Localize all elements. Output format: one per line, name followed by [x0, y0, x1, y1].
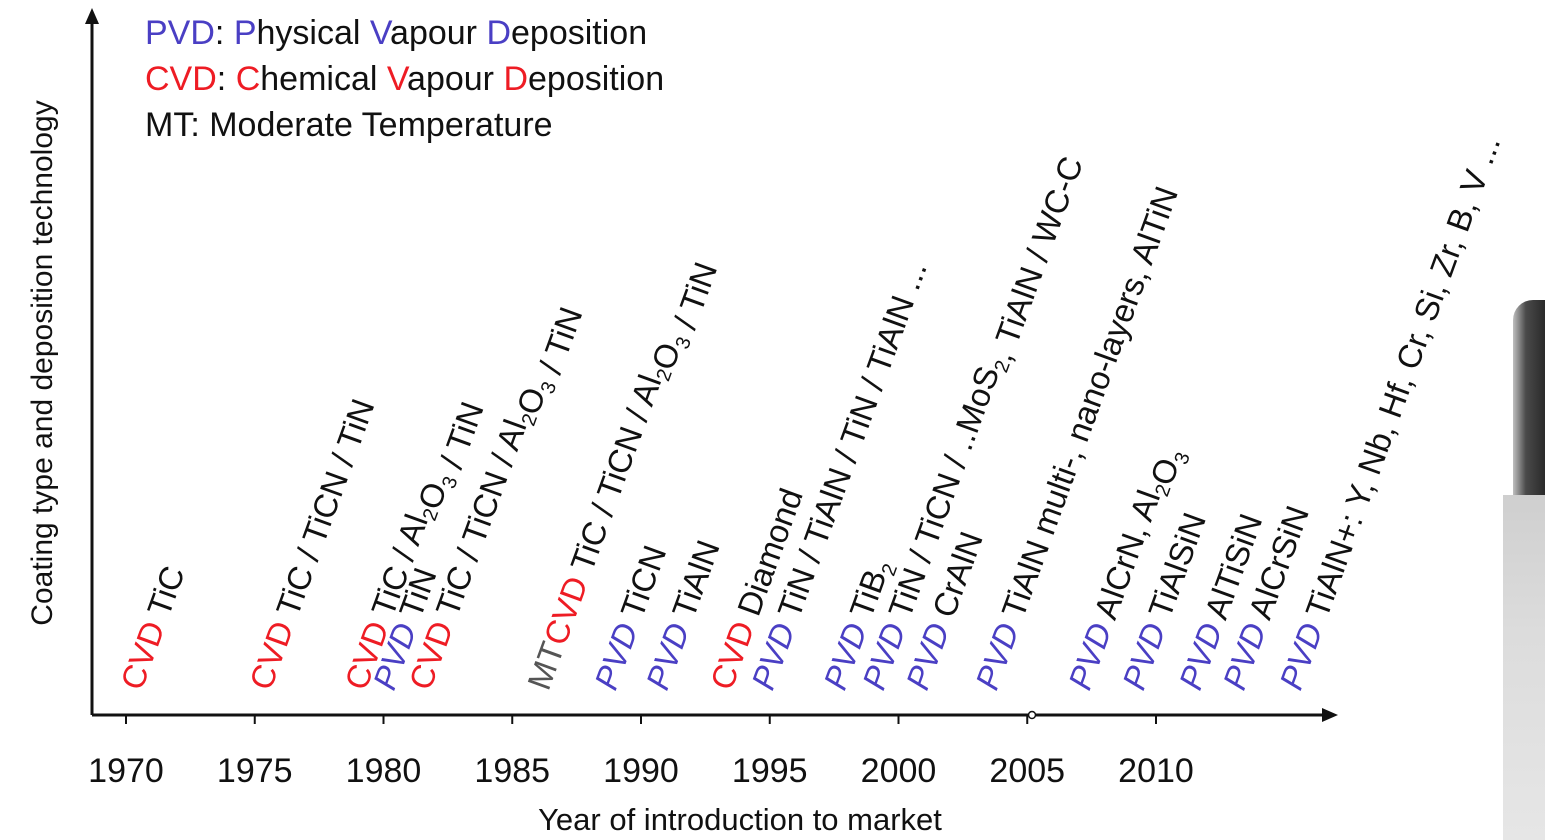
x-tick-label-1975: 1975	[217, 752, 293, 790]
x-tick-label-2010: 2010	[1118, 752, 1194, 790]
legend-entry-pvd: PVD: Physical Vapour Deposition	[145, 14, 647, 52]
x-tick-label-2000: 2000	[861, 752, 937, 790]
x-ticks: 1970 1975 1980 1985 1990 1995 2000 2005 2010	[88, 715, 1194, 790]
x-tick-label-2005: 2005	[989, 752, 1065, 790]
x-axis-arrow	[1322, 708, 1338, 722]
entry-label-18: PVD TiAlN+: Y, Nb, Hf, Cr, Si, Zr, B, V …	[1272, 131, 1507, 695]
entry-0: CVD TiC	[113, 561, 192, 694]
entry-11: PVD TiN / TiCN / ..MoS2, TiAlN / WC-C	[855, 149, 1090, 697]
coated-insert-photo	[1495, 130, 1545, 840]
x-tick-label-1985: 1985	[474, 752, 550, 790]
x-tick-label-1995: 1995	[732, 752, 808, 790]
entry-label-0: CVD TiC	[113, 561, 192, 694]
y-axis-arrow	[85, 8, 99, 24]
legend-entry-mt: MT: Moderate Temperature	[145, 106, 553, 144]
x-tick-label-1980: 1980	[346, 752, 422, 790]
legend-entry-cvd: CVD: Chemical Vapour Deposition	[145, 60, 664, 98]
x-tick-label-1990: 1990	[603, 752, 679, 790]
entry-label-11: PVD TiN / TiCN / ..MoS2, TiAlN / WC-C	[855, 149, 1090, 697]
insert-light-face	[1503, 495, 1545, 840]
x-tick-label-1970: 1970	[88, 752, 164, 790]
entry-18: PVD TiAlN+: Y, Nb, Hf, Cr, Si, Zr, B, V …	[1272, 131, 1507, 695]
y-axis-label: Coating type and deposition technology	[26, 100, 59, 625]
axes	[85, 8, 1338, 722]
axis-break-marker	[1027, 710, 1037, 720]
x-axis-label: Year of introduction to market	[538, 802, 942, 837]
